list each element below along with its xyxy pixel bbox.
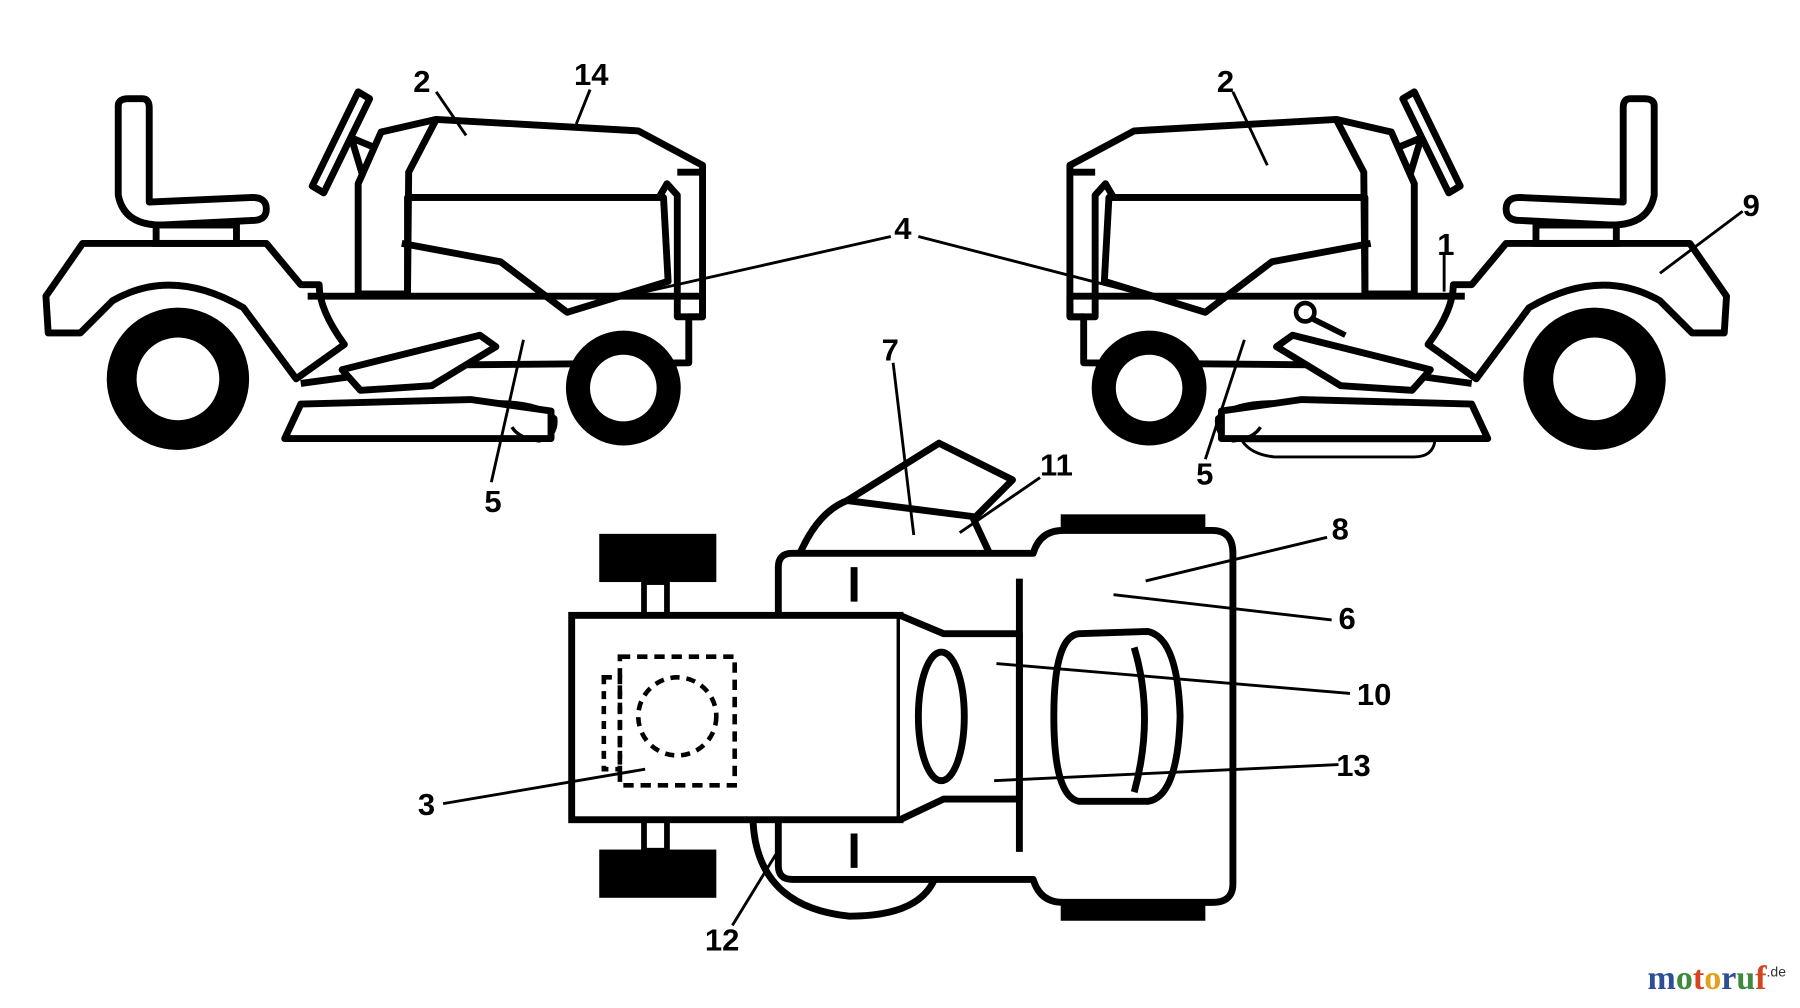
callout-11: 11 bbox=[1040, 447, 1073, 482]
tractor-top-view bbox=[568, 439, 1237, 921]
leader-lines bbox=[435, 89, 1744, 927]
ignition-key-icon bbox=[1293, 300, 1347, 338]
callout-2-right: 2 bbox=[1217, 64, 1234, 99]
tractor-left-side-view bbox=[46, 92, 703, 450]
callout-3: 3 bbox=[418, 787, 435, 822]
watermark-letter: r bbox=[1721, 960, 1737, 997]
callout-7: 7 bbox=[882, 332, 899, 367]
callout-5-left: 5 bbox=[484, 484, 501, 519]
callout-8: 8 bbox=[1332, 512, 1349, 547]
watermark-letter: o bbox=[1675, 960, 1693, 997]
callout-2-left: 2 bbox=[413, 64, 430, 99]
watermark-letter: m bbox=[1647, 960, 1676, 997]
watermark-letter: u bbox=[1736, 960, 1756, 997]
watermark-logo: motoruf.de bbox=[1648, 960, 1786, 998]
callout-4: 4 bbox=[894, 211, 912, 246]
callout-6: 6 bbox=[1339, 601, 1356, 636]
watermark-suffix: .de bbox=[1766, 963, 1786, 980]
tractor-right-side-view bbox=[1070, 92, 1727, 450]
watermark-letter: f bbox=[1755, 960, 1767, 997]
callout-9: 9 bbox=[1743, 188, 1760, 223]
callout-labels: 1 2 2 3 4 5 5 6 7 8 9 10 11 12 13 14 bbox=[413, 57, 1760, 958]
callout-5-right: 5 bbox=[1196, 456, 1213, 491]
callout-10: 10 bbox=[1357, 677, 1391, 712]
callout-12: 12 bbox=[705, 923, 739, 958]
watermark-letter: t bbox=[1692, 960, 1705, 997]
watermark-letter: o bbox=[1704, 960, 1722, 997]
callout-1: 1 bbox=[1437, 227, 1454, 262]
callout-13: 13 bbox=[1336, 748, 1370, 783]
callout-14: 14 bbox=[574, 57, 609, 92]
